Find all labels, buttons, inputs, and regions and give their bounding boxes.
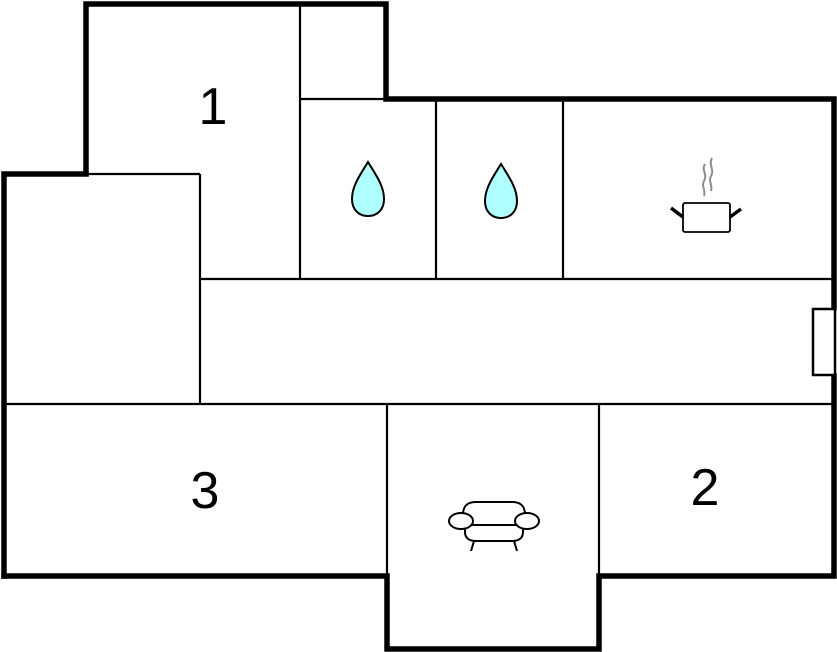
- door-icon: [811, 307, 837, 377]
- room-kitchen[interactable]: [669, 157, 743, 233]
- cooking-pot-icon: [669, 157, 743, 233]
- water-drop-icon: [350, 160, 386, 218]
- room-label-2: 2: [691, 459, 720, 517]
- room-living[interactable]: [448, 501, 540, 552]
- room-bathroom-1[interactable]: [350, 160, 386, 218]
- sofa-icon: [448, 501, 540, 552]
- room-bedroom-3[interactable]: 3: [191, 462, 220, 520]
- room-label-1: 1: [199, 78, 228, 136]
- room-bedroom-2[interactable]: 2: [691, 459, 720, 517]
- room-label-3: 3: [191, 462, 220, 520]
- room-bedroom-1[interactable]: 1: [199, 78, 228, 136]
- water-drop-icon: [483, 162, 519, 220]
- room-bathroom-2[interactable]: [483, 162, 519, 220]
- entrance-door[interactable]: [811, 307, 837, 377]
- interior-walls: [4, 4, 834, 577]
